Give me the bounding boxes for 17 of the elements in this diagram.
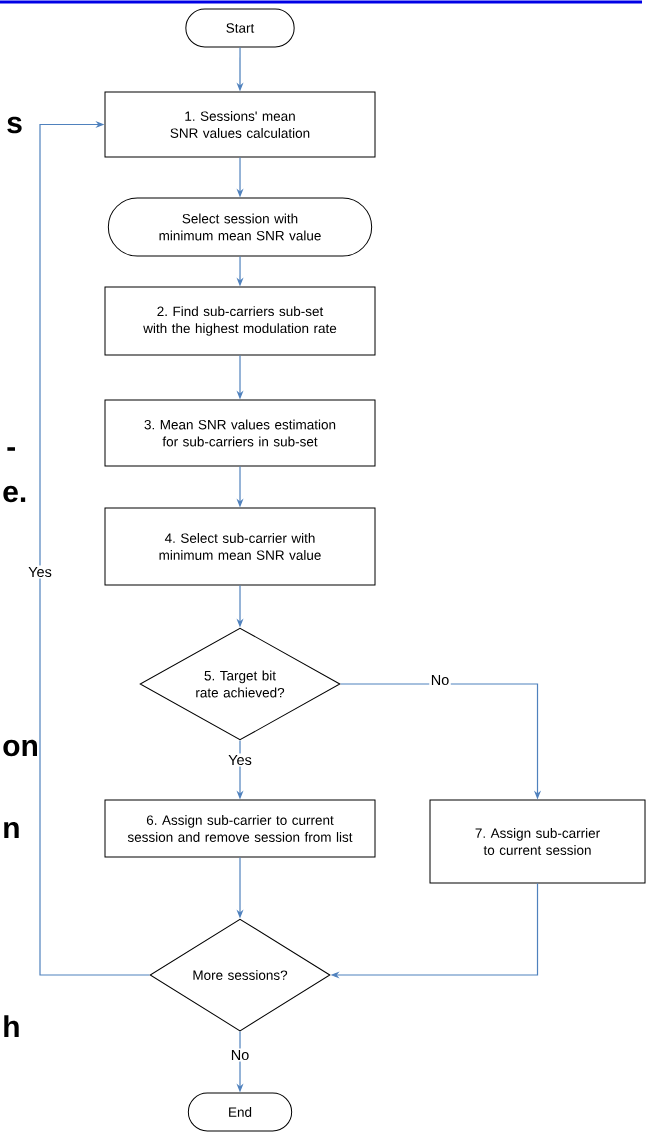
cut-off-text: - [7, 447, 15, 451]
arrow [39, 120, 151, 976]
process-box: 2. Find sub-carriers sub-set with the highest modulation rate [104, 286, 376, 356]
cut-off-text: s [7, 116, 22, 134]
process-box: 3. Mean SNR values estimation for sub-carriers in sub-set [104, 399, 376, 467]
edge-label: Yes [226, 753, 254, 767]
edge-label: No [229, 1048, 251, 1062]
process-box: 6. Assign sub-carrier to current session and remove session from list [104, 799, 376, 858]
process-box: 1. Sessions' mean SNR values calculation [104, 91, 376, 158]
cut-off-text: h [4, 1015, 19, 1037]
cut-off-text: n [4, 821, 19, 839]
process-box: 4. Select sub-carrier with minimum mean SNR value [104, 507, 376, 586]
process-box: 7. Assign sub-carrier to current session [429, 799, 646, 884]
edge-label: No [429, 673, 451, 687]
edge-label: Yes [26, 565, 54, 579]
cut-off-text: on [3, 739, 37, 757]
cut-off-text: e. [3, 485, 26, 503]
